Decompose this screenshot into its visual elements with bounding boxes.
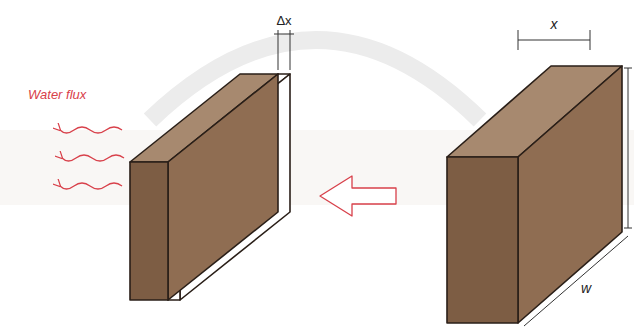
delta-x-dimension bbox=[274, 30, 294, 70]
height-dimension bbox=[624, 68, 632, 228]
slab-front-face bbox=[130, 162, 168, 300]
x-dimension bbox=[518, 30, 590, 50]
dimension-label: w bbox=[581, 281, 591, 295]
dimension-label: Δx bbox=[276, 14, 291, 27]
slab-side-face bbox=[518, 66, 622, 323]
process-arrow bbox=[320, 176, 396, 216]
slab-front-face bbox=[447, 157, 518, 323]
flux-label: Water flux bbox=[28, 88, 86, 101]
dimension-label: x bbox=[551, 17, 558, 31]
original-slab bbox=[447, 66, 622, 323]
thinned-slab bbox=[130, 74, 290, 300]
slab-side-face bbox=[168, 74, 278, 300]
w-dimension bbox=[524, 236, 628, 326]
water-flux-arrows bbox=[60, 127, 124, 189]
